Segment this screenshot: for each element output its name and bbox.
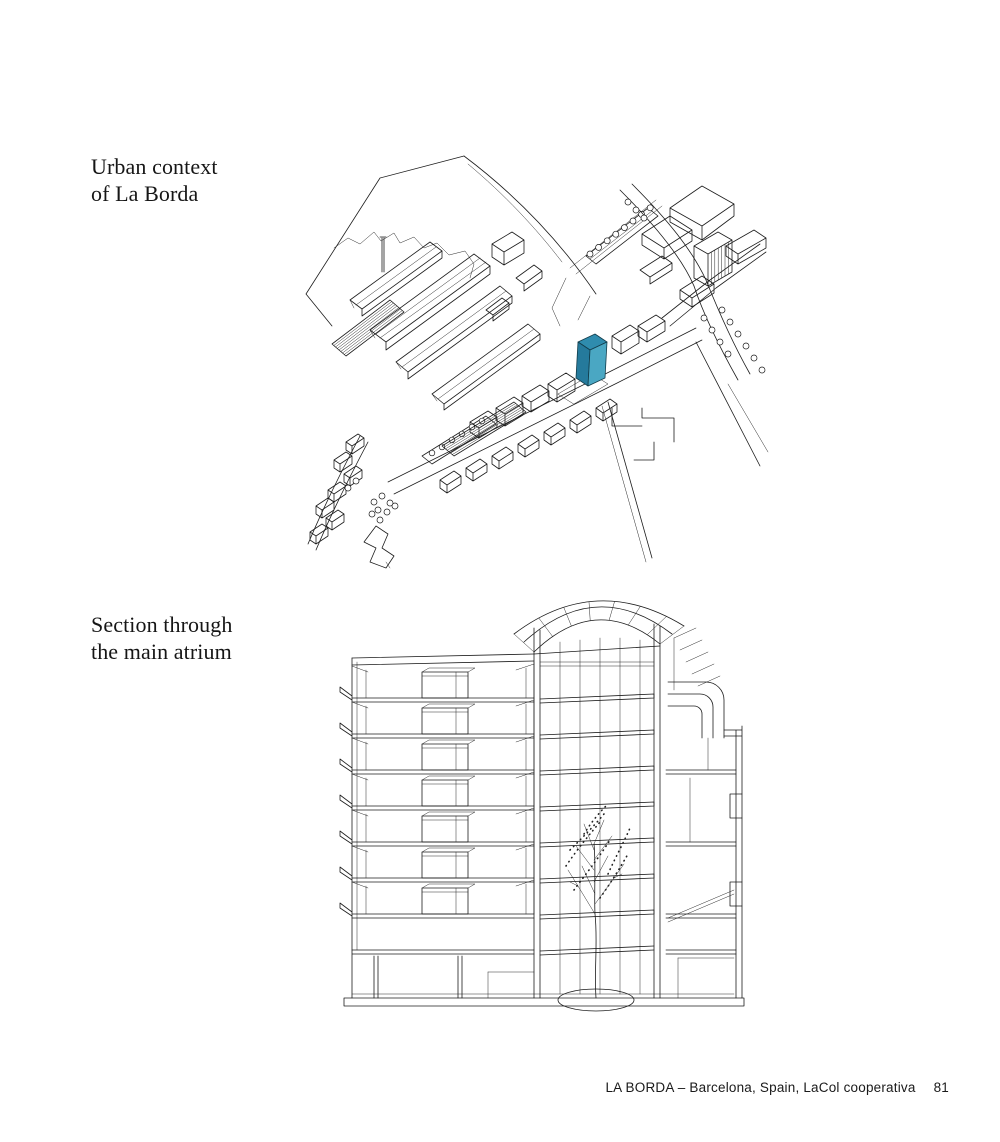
apartment-floors-left bbox=[339, 653, 535, 999]
central-street-row bbox=[387, 314, 703, 495]
caption-line: the main atrium bbox=[91, 639, 232, 664]
atrium bbox=[513, 600, 721, 1012]
urban-context-drawing bbox=[305, 155, 769, 569]
caption-line: Section through bbox=[91, 612, 233, 637]
atrium-section-drawing bbox=[339, 600, 745, 1012]
roof-ducts bbox=[667, 681, 725, 739]
east-city-blocks bbox=[619, 183, 767, 381]
industrial-sheds bbox=[331, 231, 543, 411]
urban-context-caption: Urban context of La Borda bbox=[91, 153, 218, 207]
chimney bbox=[379, 236, 387, 273]
right-wing bbox=[665, 681, 743, 999]
caption-line: Urban context bbox=[91, 154, 218, 179]
la-borda-left-face bbox=[575, 341, 591, 387]
ground-base bbox=[343, 993, 745, 1007]
site-boundary-and-roads bbox=[305, 155, 597, 327]
southwest-houses bbox=[307, 433, 399, 569]
la-borda-right-face bbox=[587, 341, 608, 387]
page-number: 81 bbox=[933, 1080, 949, 1095]
atrium-section-caption: Section through the main atrium bbox=[91, 611, 232, 665]
atrium-tree bbox=[557, 805, 635, 1012]
la-borda-highlighted-building bbox=[575, 333, 608, 387]
tree-planter bbox=[557, 988, 635, 1012]
south-roads bbox=[441, 341, 769, 563]
tree-lined-avenue bbox=[569, 199, 663, 275]
footer-caption: LA BORDA – Barcelona, Spain, LaCol coope… bbox=[605, 1080, 916, 1095]
caption-line: of La Borda bbox=[91, 181, 199, 206]
atrium-walkways bbox=[539, 693, 655, 956]
vaulted-skylight bbox=[513, 600, 721, 691]
page-footer: LA BORDA – Barcelona, Spain, LaCol coope… bbox=[605, 1080, 949, 1095]
